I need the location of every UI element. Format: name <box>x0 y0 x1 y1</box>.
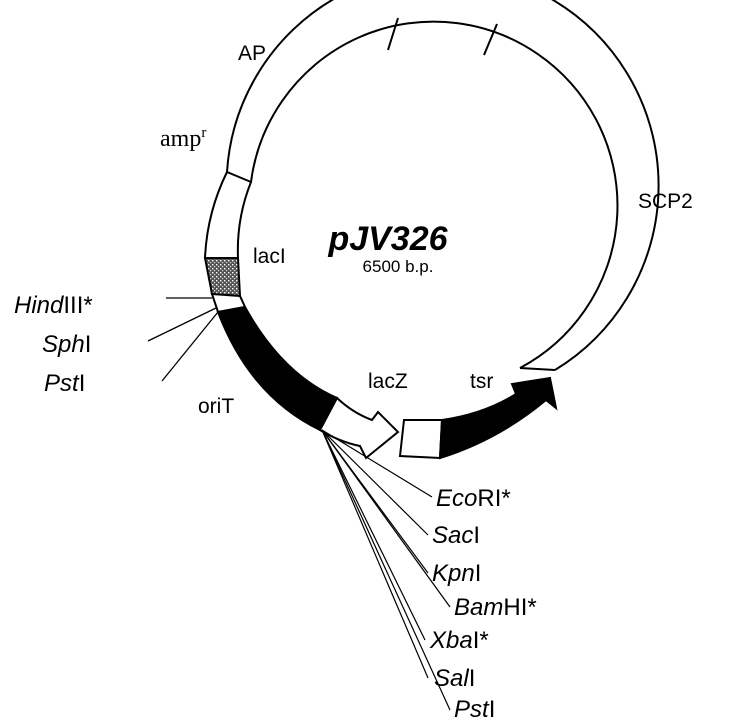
site-roman: I <box>85 331 92 358</box>
site-italic: Eco <box>436 485 477 512</box>
site-italic: Sph <box>42 331 85 358</box>
site-roman: HI <box>503 594 527 621</box>
plasmid-size: 6500 b.p. <box>363 257 434 276</box>
site-label: BamHI* <box>454 594 537 621</box>
site-roman: I <box>489 696 496 722</box>
site-label: PstI <box>44 370 85 397</box>
site-roman: I <box>473 522 480 549</box>
laci-segment <box>203 257 242 298</box>
site-italic: Sal <box>434 665 469 692</box>
site-label: EcoRI* <box>436 485 511 512</box>
site-italic: Sac <box>432 522 473 549</box>
site-italic: Hind <box>14 292 64 319</box>
site-roman: I <box>473 627 480 654</box>
site-star: * <box>527 594 536 621</box>
site-roman: I <box>469 665 476 692</box>
ap-label: AP <box>238 42 266 65</box>
ampr-label-sup: r <box>201 125 206 141</box>
site-italic: Kpn <box>432 560 475 587</box>
orit-segment <box>216 305 339 432</box>
site-roman: I <box>475 560 482 587</box>
orit-label: oriT <box>198 395 234 418</box>
site-star: * <box>501 485 510 512</box>
laci-label: lacI <box>253 245 286 268</box>
lacz-label: lacZ <box>368 370 408 393</box>
bottom-site-leaders <box>321 429 451 711</box>
site-roman: I <box>79 370 86 397</box>
site-italic: Xba <box>429 627 473 654</box>
site-label: SalI <box>434 665 475 692</box>
site-italic: Pst <box>454 696 490 722</box>
scp2-label: SCP2 <box>638 190 693 213</box>
site-label: KpnI <box>432 560 481 587</box>
inner-ring-line <box>250 20 619 369</box>
scp2-segment-end <box>519 367 556 371</box>
ap-divider-1 <box>387 17 399 51</box>
site-italic: Bam <box>454 594 503 621</box>
tsr-label: tsr <box>470 370 493 393</box>
ampr-label: ampr <box>160 125 206 152</box>
tsr-arrow <box>438 376 558 460</box>
site-label: XbaI* <box>429 627 489 654</box>
ampr-segment <box>203 170 253 259</box>
site-label: HindIII* <box>14 292 93 319</box>
left-sites: HindIII* SphI PstI <box>14 292 93 397</box>
ap-divider-2 <box>483 23 498 56</box>
site-label: SacI <box>432 522 480 549</box>
bottom-sites: EcoRI* SacI KpnI BamHI* XbaI* SalI PstI <box>429 485 537 722</box>
site-label: SphI <box>42 331 91 358</box>
site-italic: Pst <box>44 370 80 397</box>
lacz-tsr-gap <box>398 419 444 460</box>
plasmid-name: pJV326 <box>327 220 448 258</box>
site-roman: RI <box>477 485 501 512</box>
site-star: * <box>479 627 488 654</box>
outer-ring-line <box>226 0 660 371</box>
site-roman: III <box>63 292 83 319</box>
ampr-label-base: amp <box>160 126 201 152</box>
plasmid-ring <box>203 0 660 371</box>
site-label: PstI <box>454 696 495 722</box>
site-star: * <box>83 292 92 319</box>
left-site-leaders <box>147 297 219 382</box>
